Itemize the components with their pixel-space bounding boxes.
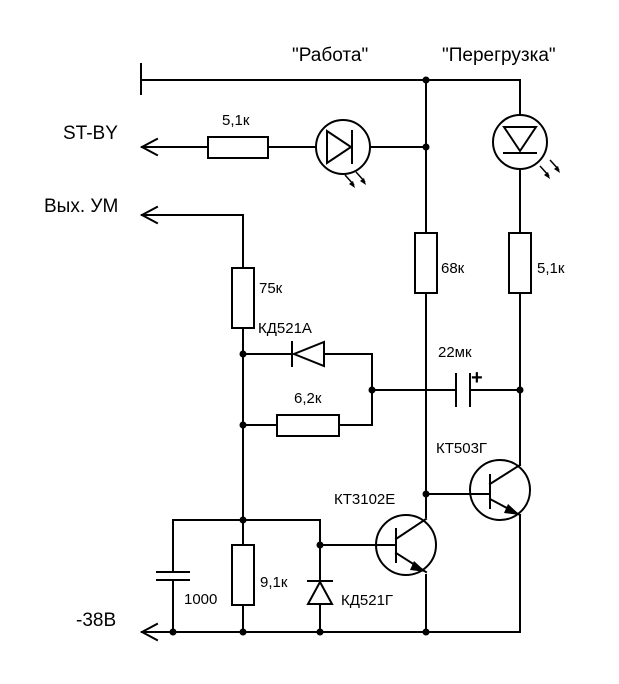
terminal-standby-label: ST-BY (63, 123, 118, 144)
resistor-5-1k-standby (207, 136, 269, 159)
label-work-indicator: "Работа" (292, 45, 368, 66)
label-r-mid: 68к (441, 260, 465, 277)
label-capacitor-main: 22мк (438, 344, 472, 361)
label-r-top-left: 75к (259, 280, 283, 297)
label-transistor-right: КТ503Г (436, 440, 487, 457)
led-overload-icon (492, 114, 560, 179)
label-overload-indicator: "Перегрузка" (442, 45, 556, 66)
transistor-kt503g-icon (469, 459, 531, 521)
terminal-supply-label: -38В (76, 610, 116, 631)
label-r-led-overload: 5,1к (537, 260, 565, 277)
label-capacitor-small: 1000 (184, 591, 217, 608)
label-zener-bottom: КД521Г (341, 592, 393, 609)
capacitor-1000-icon (156, 571, 190, 581)
resistor-6-2k (276, 414, 340, 437)
resistor-68k (414, 232, 438, 294)
resistor-75k (231, 267, 255, 329)
resistor-9-1k (231, 544, 255, 606)
label-capacitor-polarity: + (471, 367, 483, 389)
transistor-kt3102e-icon (375, 514, 437, 576)
label-r-feedback: 6,2к (294, 390, 322, 407)
label-r-bottom: 9,1к (260, 574, 288, 591)
diode-kd521a-icon (291, 340, 325, 368)
terminal-arrows (139, 137, 159, 642)
label-diode-top: КД521А (258, 320, 312, 337)
terminal-amp-out-label: Вых. УМ (44, 196, 118, 217)
label-r-led-work: 5,1к (222, 112, 250, 129)
resistor-5-1k-overload (508, 232, 532, 294)
zener-kd521g-icon (306, 579, 334, 605)
capacitor-22mk-icon (455, 373, 471, 407)
junction-dots (169, 76, 524, 636)
label-transistor-left: КТ3102Е (334, 491, 395, 508)
led-work-icon (315, 119, 371, 188)
